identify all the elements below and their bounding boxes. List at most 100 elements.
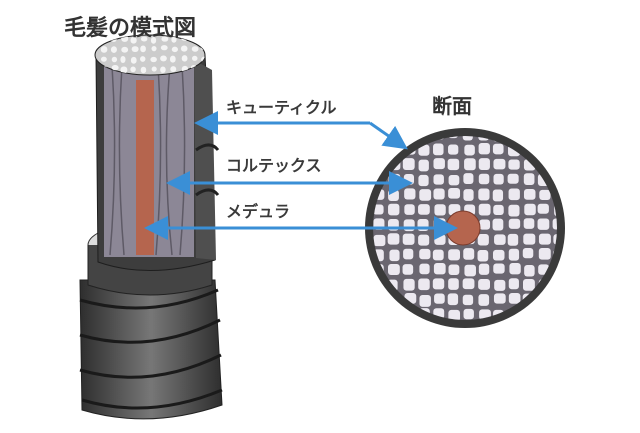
cell bbox=[462, 278, 475, 290]
cell bbox=[150, 36, 157, 44]
cortex-label: コルテックス bbox=[226, 156, 322, 175]
cell bbox=[508, 136, 521, 140]
cell bbox=[447, 293, 459, 306]
cell bbox=[524, 325, 536, 336]
cell bbox=[418, 159, 429, 172]
cell bbox=[433, 263, 446, 275]
cell bbox=[507, 173, 519, 184]
cell bbox=[538, 144, 550, 156]
cell bbox=[373, 143, 384, 156]
cell bbox=[477, 233, 489, 246]
cell bbox=[552, 144, 557, 157]
cell bbox=[462, 294, 474, 306]
cell bbox=[161, 36, 169, 42]
cross-section-label: 断面 bbox=[432, 94, 472, 118]
cell bbox=[537, 136, 550, 142]
cell bbox=[432, 249, 444, 261]
cell bbox=[463, 173, 474, 185]
medulla-label: メデュラ bbox=[226, 202, 291, 221]
cell bbox=[553, 293, 557, 305]
cell bbox=[492, 249, 505, 261]
cell bbox=[523, 233, 536, 245]
cell bbox=[553, 279, 557, 291]
cell bbox=[509, 263, 521, 275]
cell bbox=[477, 249, 489, 262]
cell bbox=[509, 323, 520, 334]
cell bbox=[171, 36, 177, 43]
cell bbox=[419, 189, 432, 201]
cell bbox=[492, 189, 504, 202]
cell bbox=[373, 158, 384, 169]
cell bbox=[448, 249, 461, 261]
cell bbox=[508, 188, 520, 201]
cell bbox=[523, 188, 536, 200]
cell bbox=[448, 309, 461, 320]
cell bbox=[493, 158, 506, 170]
cell bbox=[478, 158, 490, 170]
cell bbox=[389, 249, 400, 262]
cell bbox=[447, 158, 460, 171]
cell bbox=[539, 189, 551, 201]
cell bbox=[387, 143, 399, 155]
cell bbox=[494, 279, 506, 291]
cell bbox=[404, 188, 416, 200]
hair-shaft bbox=[94, 34, 220, 271]
cell bbox=[478, 173, 490, 185]
cell bbox=[538, 324, 549, 335]
cell bbox=[433, 143, 444, 156]
cell bbox=[120, 56, 126, 63]
cell bbox=[464, 144, 475, 156]
cell bbox=[388, 189, 399, 202]
cell bbox=[552, 158, 557, 170]
cell bbox=[100, 46, 108, 53]
cell bbox=[111, 56, 118, 63]
cell bbox=[434, 204, 446, 216]
cell bbox=[553, 136, 557, 140]
cell bbox=[140, 45, 146, 53]
cell bbox=[388, 203, 400, 216]
cell bbox=[418, 204, 430, 215]
cell bbox=[418, 144, 430, 156]
cell bbox=[524, 203, 536, 216]
cell bbox=[448, 188, 461, 199]
cell bbox=[131, 46, 139, 52]
cell bbox=[479, 219, 491, 230]
cell bbox=[418, 278, 430, 291]
cell bbox=[373, 294, 384, 306]
cell bbox=[448, 174, 460, 186]
cell bbox=[191, 55, 198, 61]
cell bbox=[433, 174, 444, 185]
cell bbox=[419, 324, 431, 334]
cell bbox=[493, 173, 504, 185]
cell bbox=[434, 293, 445, 304]
cell bbox=[508, 204, 520, 217]
cell bbox=[463, 308, 474, 320]
cell bbox=[160, 55, 167, 62]
cell bbox=[170, 66, 177, 73]
cell bbox=[478, 294, 490, 306]
cell bbox=[433, 158, 445, 170]
cell bbox=[524, 264, 535, 277]
cell bbox=[140, 56, 146, 62]
medulla-strand bbox=[136, 80, 154, 255]
cell bbox=[522, 248, 534, 259]
cell bbox=[387, 233, 400, 245]
cell bbox=[387, 309, 400, 320]
cell bbox=[538, 248, 551, 260]
cell bbox=[402, 158, 415, 171]
cell bbox=[181, 55, 188, 62]
cell bbox=[523, 218, 535, 229]
cuticle-label: キューティクル bbox=[226, 98, 337, 117]
cell bbox=[494, 323, 506, 335]
cell bbox=[402, 233, 415, 245]
cell bbox=[492, 143, 504, 155]
cell bbox=[130, 66, 136, 73]
cell bbox=[388, 263, 400, 275]
cell bbox=[537, 203, 549, 214]
cell bbox=[493, 263, 505, 274]
cell bbox=[434, 234, 446, 245]
cell bbox=[522, 278, 535, 291]
diagram-title: 毛髪の模式図 bbox=[64, 16, 197, 41]
cell bbox=[389, 324, 399, 335]
